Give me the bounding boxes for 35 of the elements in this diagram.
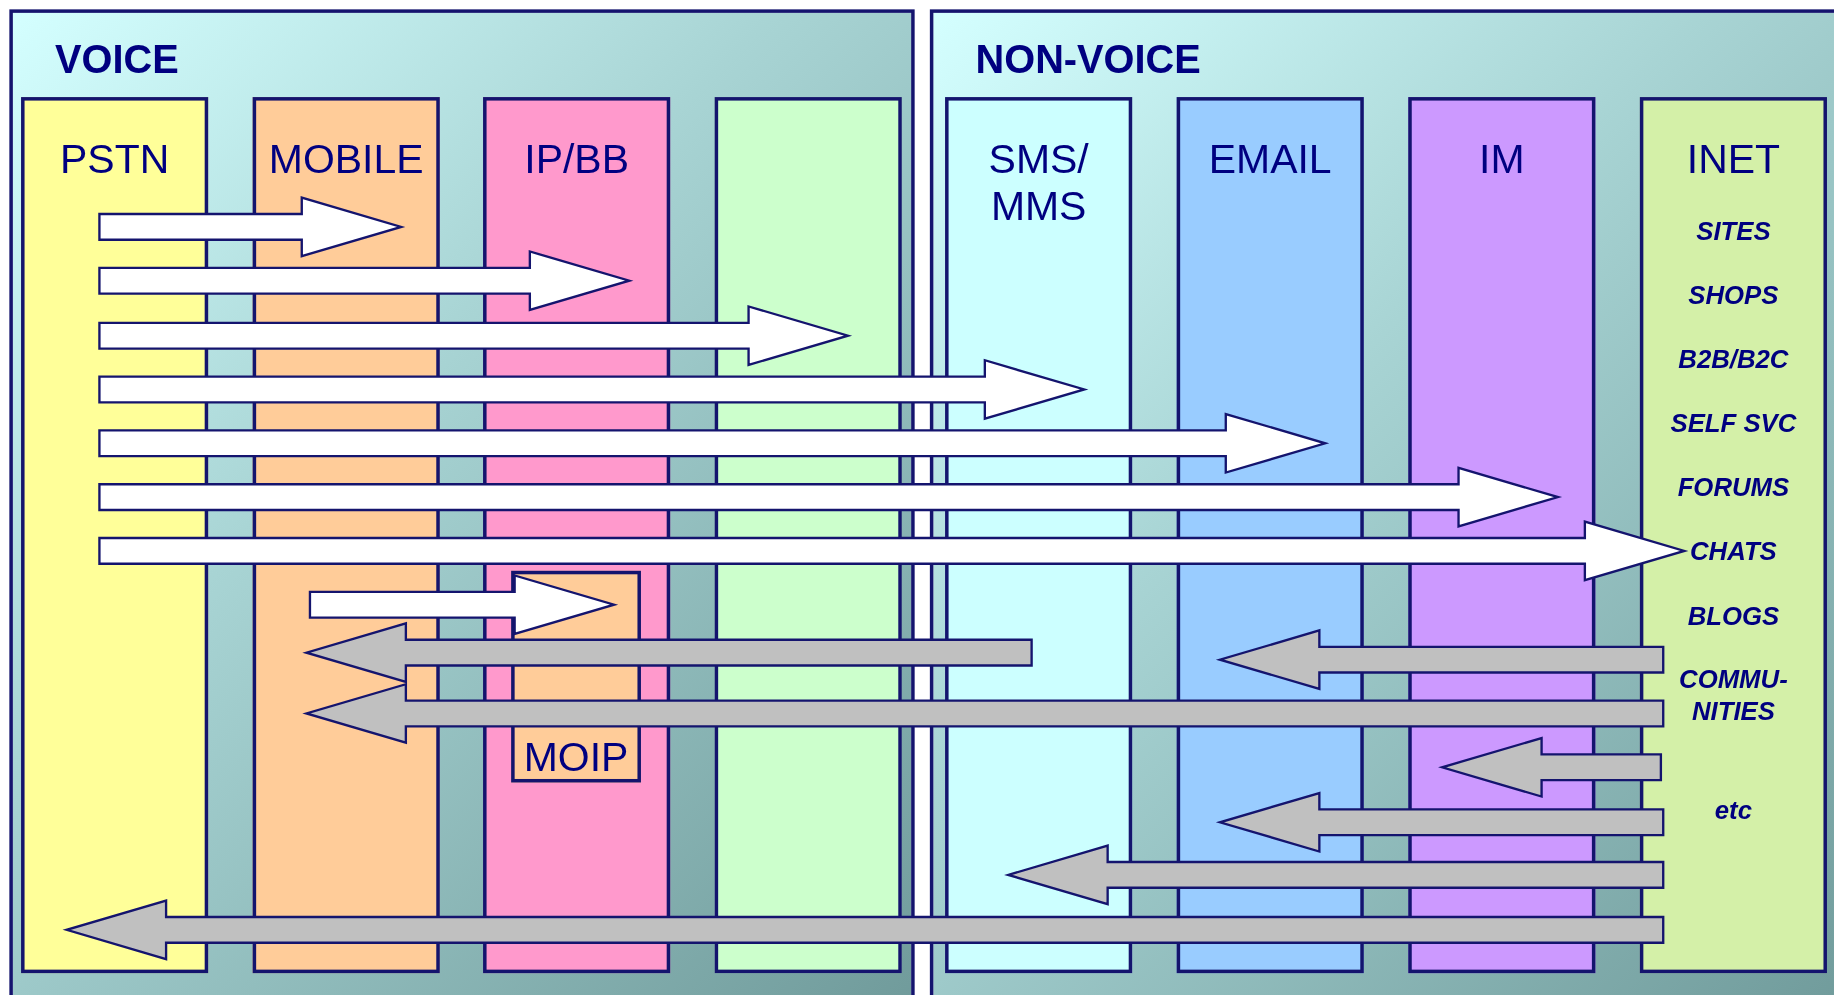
group-heading: NON-VOICE <box>975 36 1201 82</box>
block-arrow <box>98 249 634 312</box>
block-arrow <box>1438 736 1663 799</box>
block-arrow <box>302 621 1033 684</box>
block-arrow <box>98 196 406 258</box>
column-heading: IP/BB <box>523 135 630 183</box>
column-heading: MOBILE <box>267 135 425 183</box>
block-arrow <box>98 466 1563 528</box>
column-heading: IM <box>1478 135 1526 183</box>
list-item: etc <box>1713 794 1753 827</box>
list-item: B2B/B2C <box>1677 344 1790 377</box>
block-arrow <box>98 304 853 367</box>
block-arrow <box>1004 844 1665 906</box>
list-item: SELF SVC <box>1669 407 1798 440</box>
column-heading: SMS/ MMS <box>987 135 1090 230</box>
list-item: SITES <box>1695 215 1772 248</box>
column-heading: MOIP <box>522 733 630 781</box>
list-item: SHOPS <box>1687 279 1780 312</box>
block-arrow <box>302 682 1665 745</box>
block-arrow <box>98 358 1089 421</box>
block-arrow <box>308 573 619 636</box>
column-box <box>1639 97 1827 974</box>
column-heading: INET <box>1685 135 1782 183</box>
list-item: FORUMS <box>1676 471 1791 504</box>
block-arrow <box>98 412 1330 475</box>
block-arrow <box>62 899 1665 961</box>
list-item: BLOGS <box>1686 600 1781 633</box>
block-arrow <box>1215 628 1665 691</box>
block-arrow <box>1215 791 1665 854</box>
list-item: COMMU- NITIES <box>1678 663 1789 729</box>
block-arrow <box>98 520 1689 582</box>
column-heading: PSTN <box>59 135 171 183</box>
list-item: CHATS <box>1689 535 1778 569</box>
group-heading: VOICE <box>54 36 179 82</box>
column-heading: EMAIL <box>1207 135 1333 183</box>
